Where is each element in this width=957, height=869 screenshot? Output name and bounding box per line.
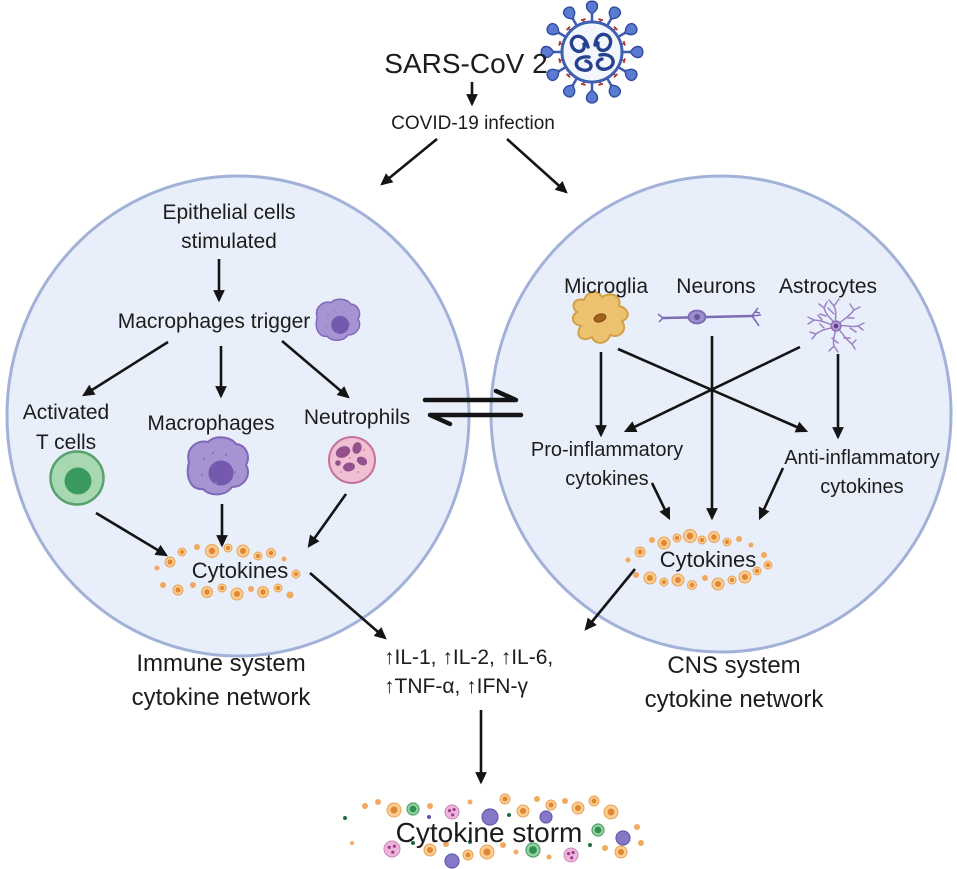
- neuron-icon: [657, 307, 762, 327]
- neurons-label: Neurons: [676, 274, 756, 298]
- arrow-covid-to-cns: [506, 138, 568, 194]
- arrow-neutrophils-to-cytokines: [307, 493, 348, 548]
- activated-t-cells-label: Activated T cells: [22, 401, 110, 454]
- t-cell-icon: [49, 450, 105, 506]
- cns-system-caption: CNS system cytokine network: [644, 652, 824, 713]
- elevated-cytokines-label: ↑IL-1, ↑IL-2, ↑IL-6, ↑TNF-α, ↑IFN-γ: [384, 646, 554, 698]
- arrow-cns-cytokines-to-il: [584, 568, 637, 631]
- microglia-label: Microglia: [563, 274, 649, 298]
- neutrophil-icon: [328, 436, 376, 484]
- sars-cov2-label: SARS-CoV 2: [384, 48, 548, 80]
- arrow-anti-to-cytokines: [758, 467, 785, 521]
- coronavirus-icon: [540, 0, 644, 104]
- arrow-astrocyte-to-pro: [623, 345, 801, 433]
- arrow-trigger-to-neutrophils: [281, 340, 350, 399]
- arrow-covid-to-immune: [380, 137, 438, 186]
- epithelial-cells-label: Epithelial cells stimulated: [162, 201, 296, 253]
- macrophage-trigger-icon: [315, 298, 361, 342]
- immune-cytokine-dots: [154, 543, 301, 601]
- arrow-immune-cytokines-to-il: [309, 572, 387, 640]
- immune-cytokines-label: Cytokines: [191, 558, 289, 584]
- arrow-trigger-to-tcells: [82, 340, 169, 397]
- cytokine-storm-dots: [343, 793, 644, 869]
- arrow-pro-to-cytokines: [650, 482, 671, 521]
- neutrophils-label: Neutrophils: [303, 405, 411, 429]
- macrophages-trigger-label: Macrophages trigger: [117, 309, 311, 333]
- macrophages-label: Macrophages: [147, 411, 275, 435]
- pro-inflammatory-label: Pro-inflammatory cytokines: [530, 439, 684, 490]
- arrow-tcells-to-cytokines: [95, 511, 169, 557]
- macrophage-icon: [186, 436, 250, 496]
- immune-system-caption: Immune system cytokine network: [131, 650, 311, 711]
- cns-cytokine-dots: [625, 529, 773, 591]
- anti-inflammatory-label: Anti-inflammatory cytokines: [784, 447, 940, 498]
- equilibrium-arrows-icon: [422, 388, 524, 427]
- astrocyte-icon: [807, 298, 865, 353]
- astrocytes-label: Astrocytes: [778, 274, 878, 298]
- cytokine-storm-label: Cytokine storm: [395, 817, 583, 849]
- covid-infection-label: COVID-19 infection: [391, 113, 555, 135]
- flow-arrows: [82, 82, 844, 785]
- cns-cytokines-label: Cytokines: [659, 547, 757, 573]
- microglia-icon: [571, 291, 629, 344]
